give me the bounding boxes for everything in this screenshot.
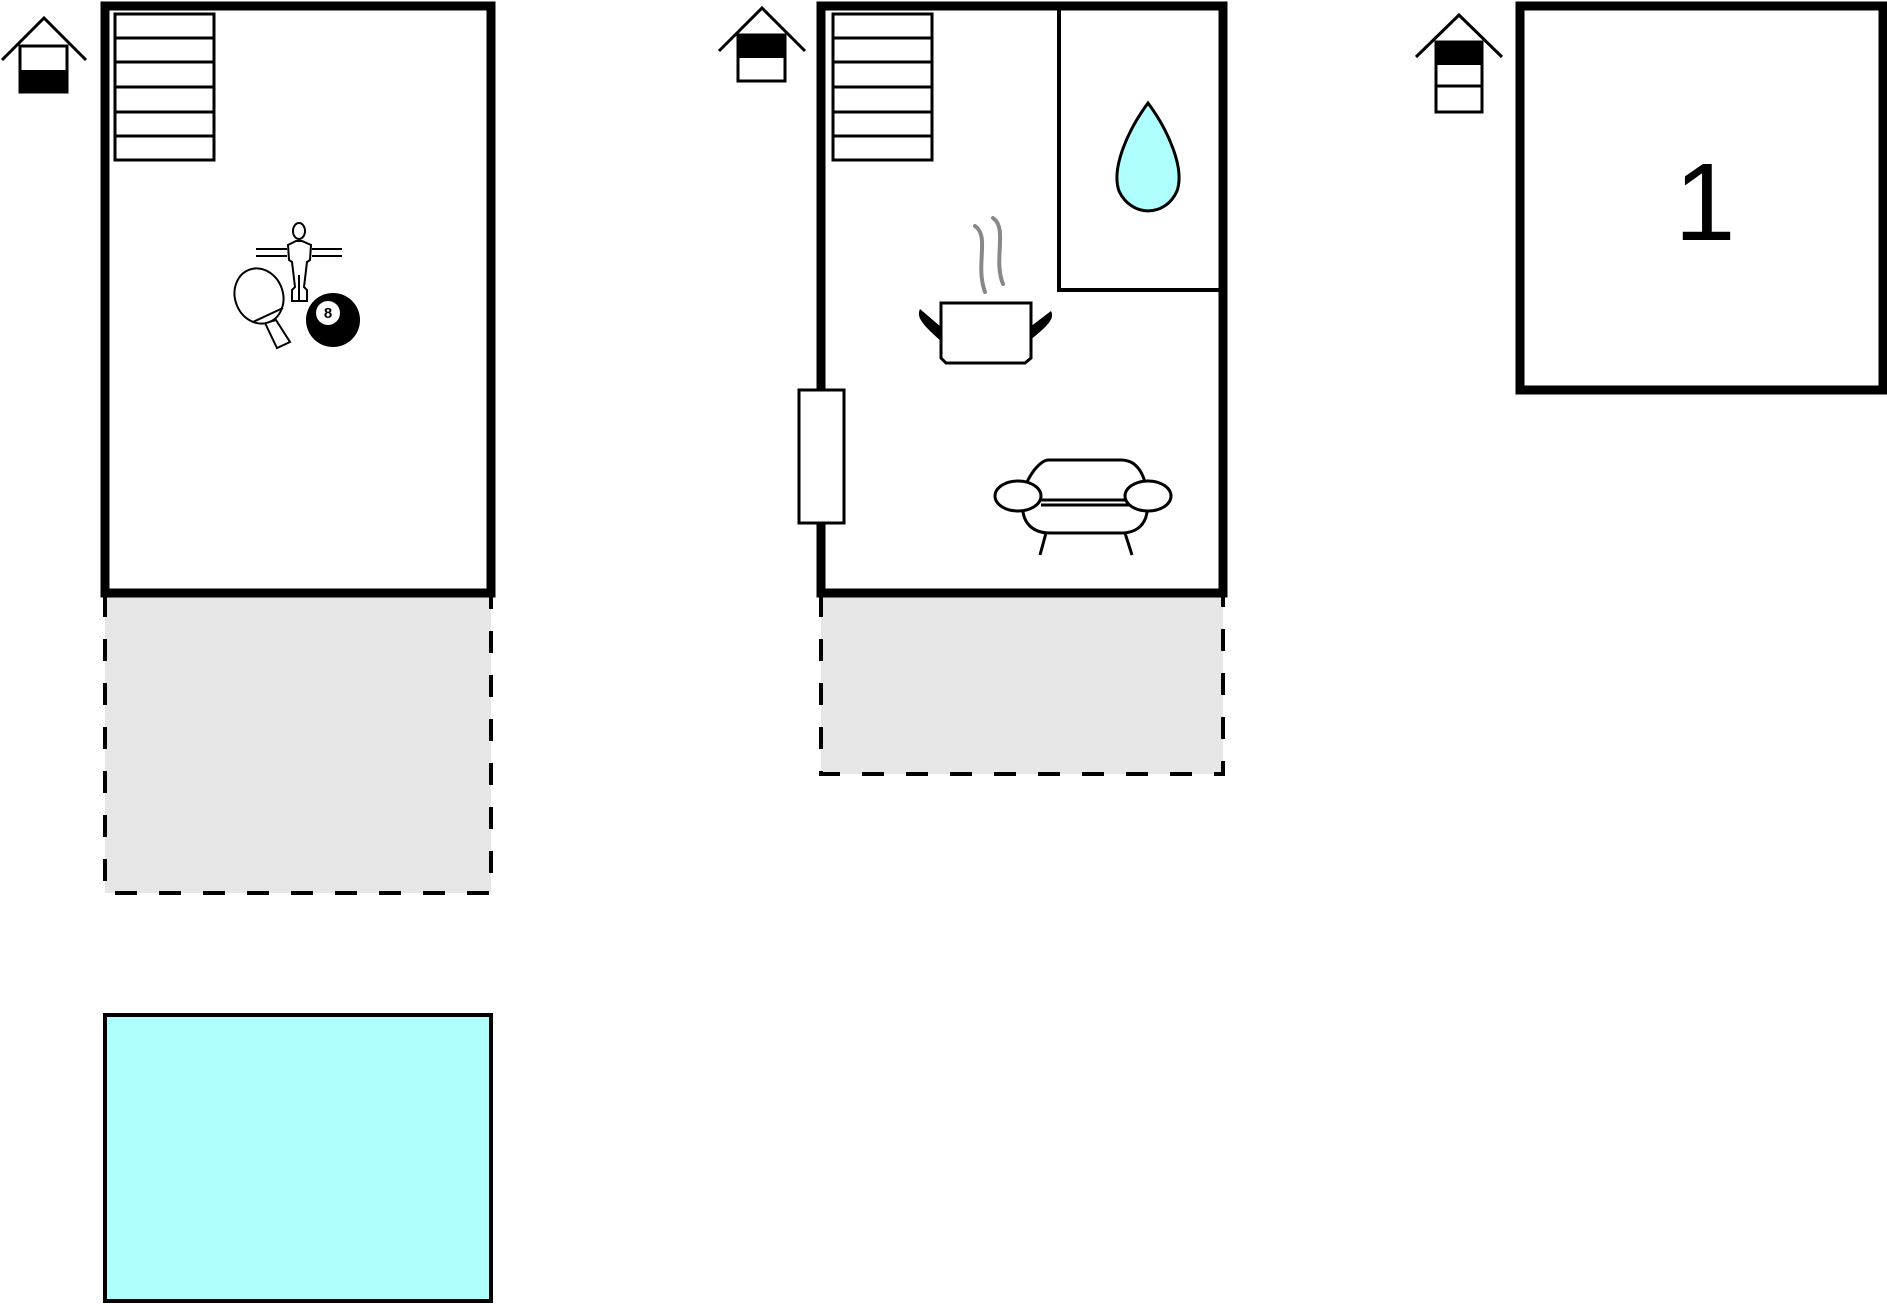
bathroom: [1057, 4, 1225, 292]
bathroom-water-drop-icon: [1115, 100, 1181, 213]
billiard-ball-number: 8: [324, 305, 332, 322]
stairs-icon: [113, 12, 216, 162]
table-football-icon: [256, 222, 342, 302]
kitchen-pot-icon: [918, 216, 1053, 365]
house-level-upper-icon: [1414, 12, 1504, 114]
terrace-2: [819, 593, 1225, 776]
stairs-icon: [831, 12, 934, 162]
terrace-1: [103, 593, 493, 895]
basement-room: [100, 1, 496, 598]
house-level-ground-icon: [717, 5, 807, 83]
door-icon: [797, 388, 846, 525]
ground-floor-room: [816, 1, 1228, 598]
sofa-icon: [993, 458, 1173, 556]
house-level-basement-icon: [0, 15, 88, 94]
bedroom-number-label: 1: [1674, 141, 1735, 264]
pool: [103, 1013, 493, 1303]
table-tennis-icon: [233, 267, 292, 350]
bedroom: [1515, 1, 1887, 395]
billiard-ball-icon: 8: [306, 293, 360, 347]
